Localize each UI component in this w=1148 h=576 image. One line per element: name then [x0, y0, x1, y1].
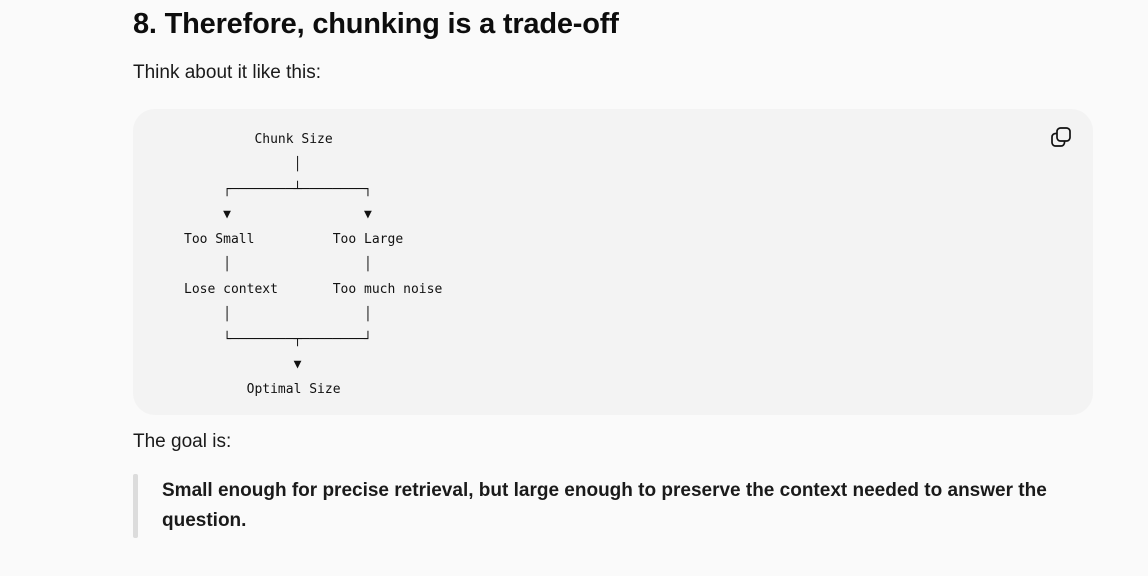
code-block: Chunk Size │ ┌────────┴────────┐ ▼ ▼ Too…	[133, 109, 1093, 415]
copy-code-button[interactable]	[1047, 123, 1075, 151]
code-line: │ │	[184, 257, 372, 272]
goal-paragraph: The goal is:	[133, 431, 232, 452]
intro-paragraph: Think about it like this:	[133, 62, 321, 83]
code-line: │ │	[184, 307, 372, 322]
copy-icon	[1051, 127, 1071, 147]
blockquote-text: Small enough for precise retrieval, but …	[162, 480, 1047, 531]
blockquote: Small enough for precise retrieval, but …	[133, 474, 1073, 538]
code-line: Lose context Too much noise	[184, 282, 443, 297]
code-line: Too Small Too Large	[184, 232, 404, 247]
code-line: │	[184, 157, 302, 172]
code-line: ▼ ▼	[184, 207, 372, 222]
code-line: ┌────────┴────────┐	[184, 182, 372, 197]
blockquote-bar	[133, 474, 138, 538]
section-heading: 8. Therefore, chunking is a trade-off	[133, 8, 619, 40]
code-text: Chunk Size │ ┌────────┴────────┐ ▼ ▼ Too…	[184, 127, 442, 402]
code-line: └────────┬────────┘	[184, 332, 372, 347]
code-line: ▼	[184, 357, 302, 372]
code-line: Optimal Size	[184, 382, 341, 397]
code-line: Chunk Size	[184, 132, 333, 147]
